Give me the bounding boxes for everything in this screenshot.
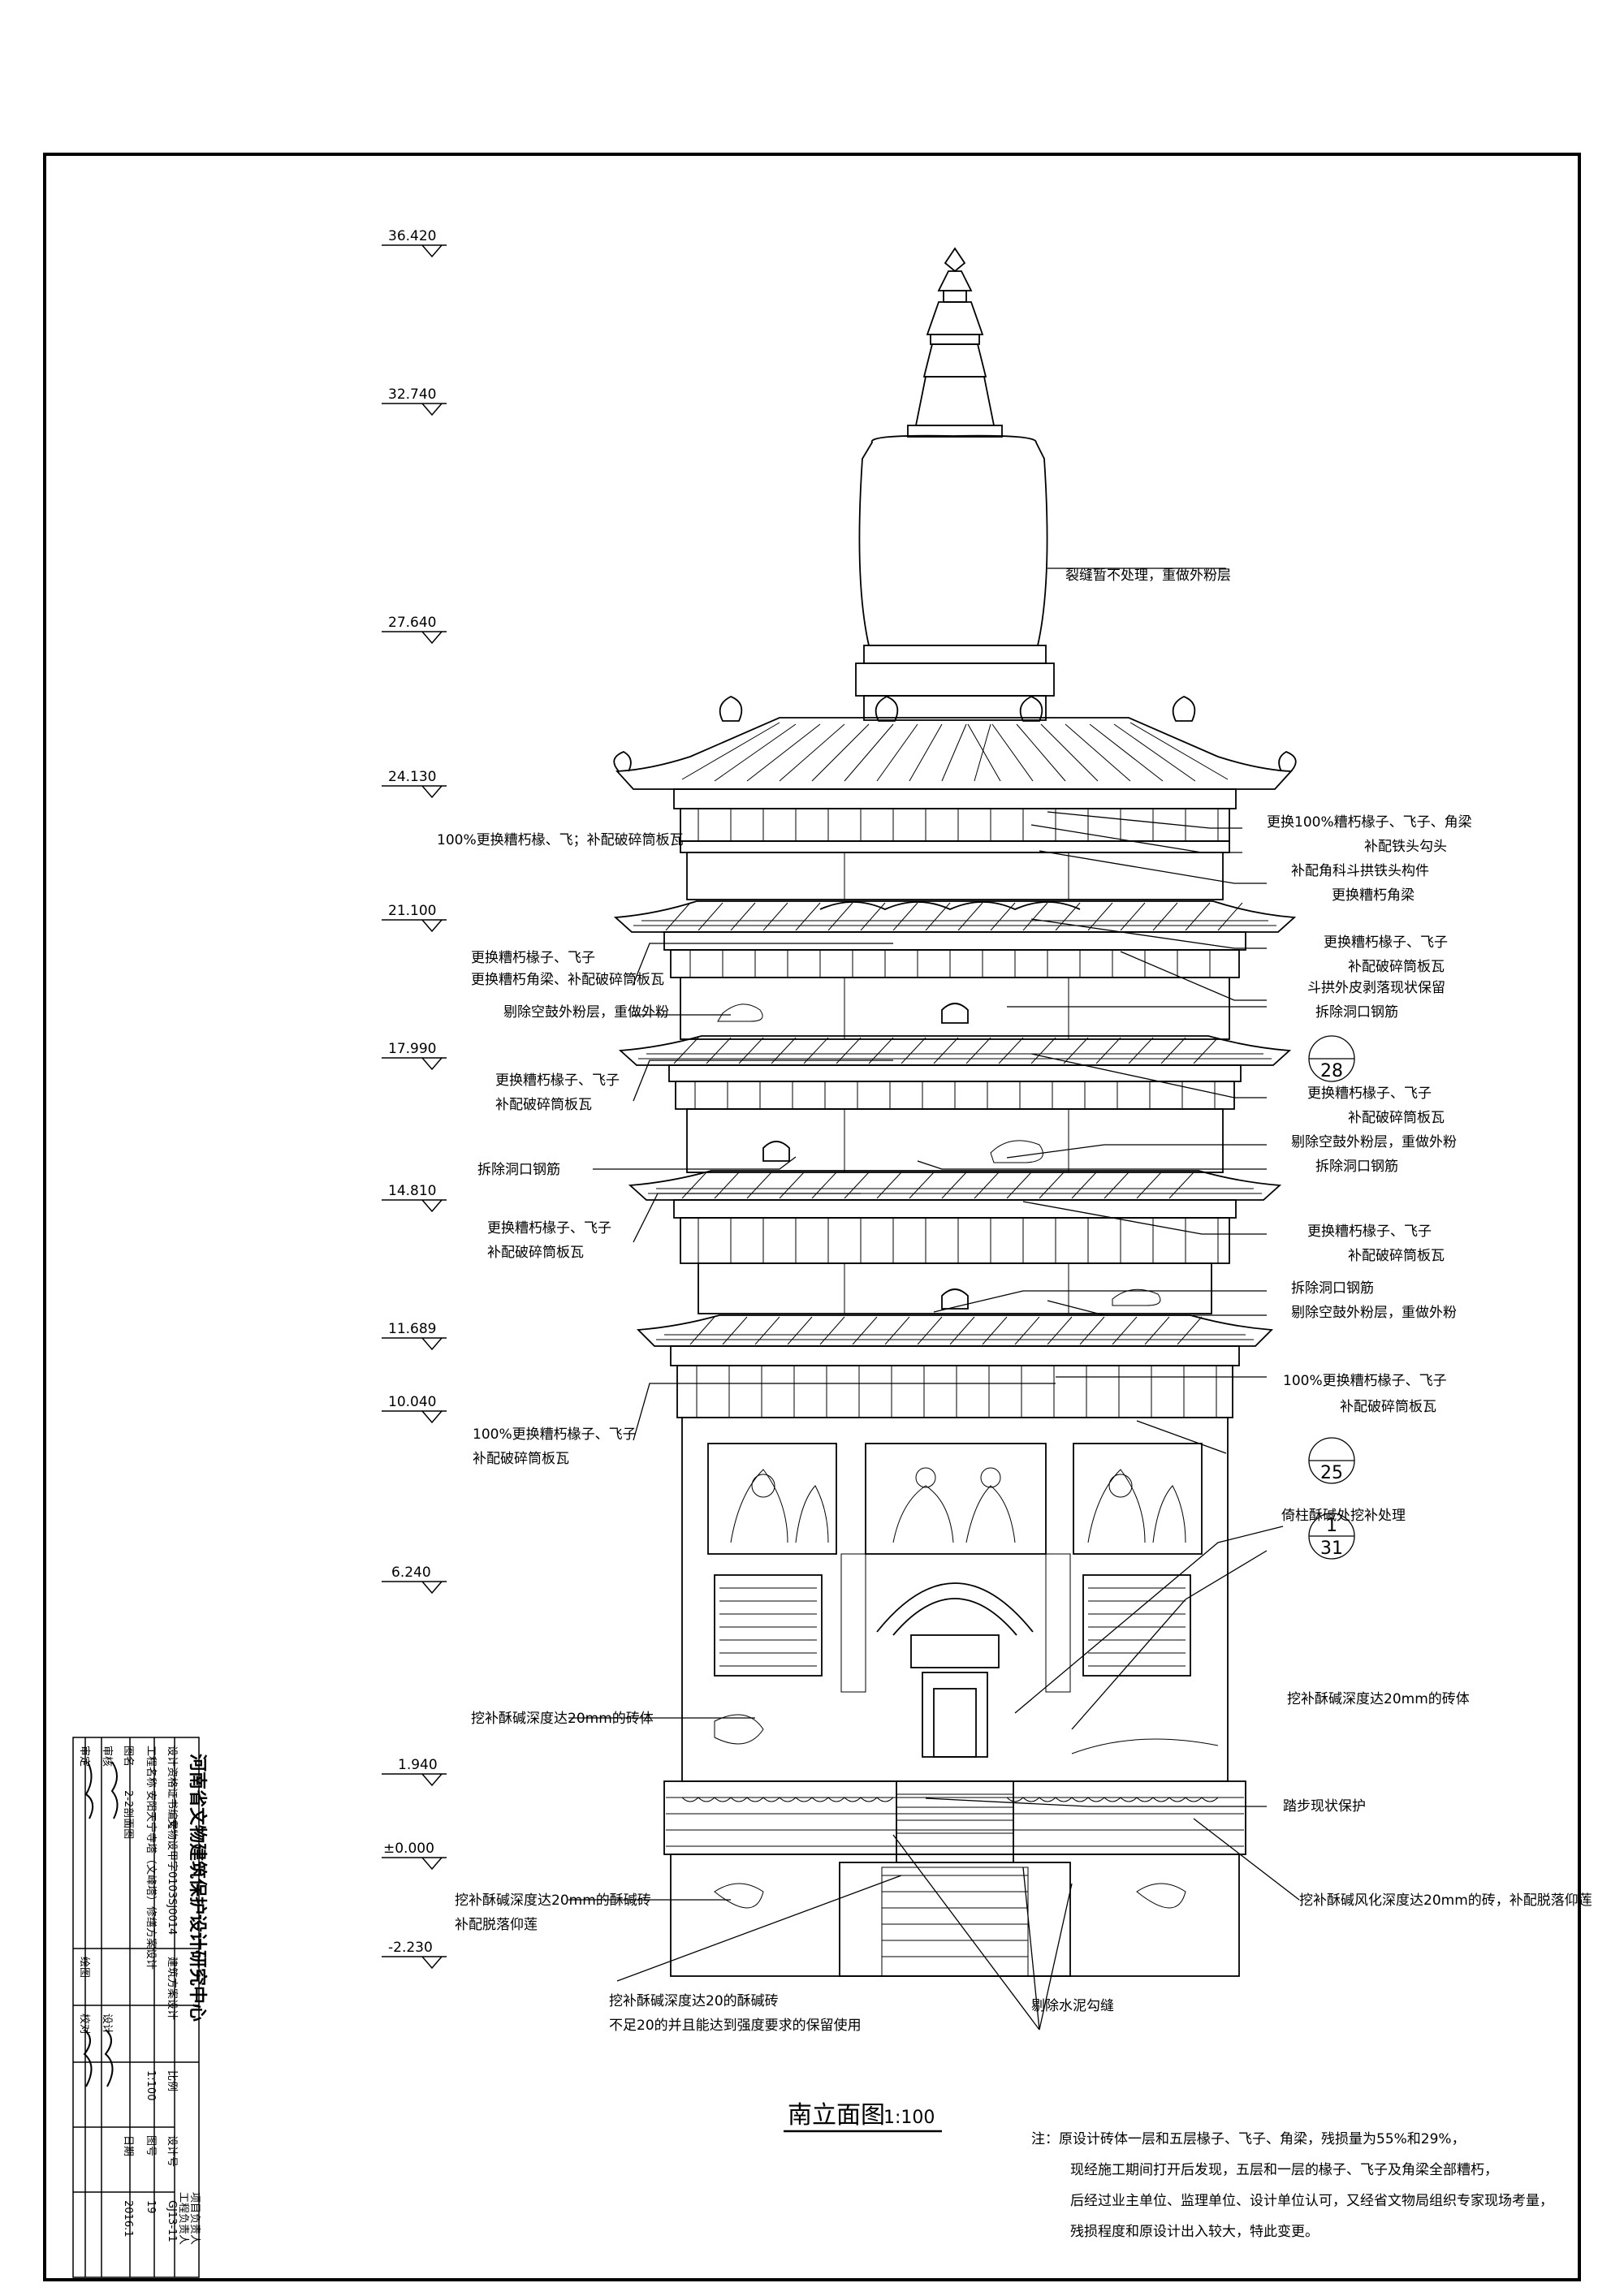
title-block-project-value: 安阳天宁寺塔（文峰塔）修缮方案设计 <box>145 1790 158 1970</box>
title-block-role-4: 校对 <box>78 2013 91 2035</box>
ann-r5b: 补配破碎筒板瓦 <box>1340 1399 1436 1415</box>
title-block-scale-label: 比例 <box>166 2070 178 2091</box>
ann-r2c: 斗拱外皮剥落现状保留 <box>1307 980 1445 996</box>
ann-l1: 100%更换糟朽椽、飞；补配破碎筒板瓦 <box>437 832 684 848</box>
level-14810: 14.810 <box>388 1183 436 1199</box>
drawing-scale: 1:100 <box>883 2108 935 2128</box>
level-0000: ±0.000 <box>383 1841 434 1857</box>
level-21100: 21.100 <box>388 903 436 919</box>
ann-b2: 剔除水泥勾缝 <box>1031 1998 1114 2014</box>
ann-l4c: 补配破碎筒板瓦 <box>487 1245 584 1261</box>
title-block-drawing-value: 2-2剖面图 <box>122 1790 134 1839</box>
ann-r3d: 拆除洞口钢筋 <box>1315 1159 1398 1175</box>
title-block-sheet-value: 19 <box>145 2200 157 2214</box>
title-block-cert-value: 文物设甲字0103SJ0014 <box>166 1819 178 1935</box>
ann-l7a: 挖补酥碱深度达20mm的酥碱砖 <box>455 1892 651 1909</box>
signature-3 <box>83 2029 93 2087</box>
ann-r6: 挖补酥碱深度达20mm的砖体 <box>1287 1691 1470 1707</box>
title-block <box>72 1737 200 2278</box>
title-block-drawing-label: 图名 <box>122 1746 135 1767</box>
title-block-design-no-label: 设计号 <box>166 2135 178 2167</box>
level-10040: 10.040 <box>388 1394 436 1410</box>
level-32740: 32.740 <box>388 386 436 403</box>
ann-r1d: 更换糟朽角梁 <box>1332 887 1415 904</box>
ann-r4c: 拆除洞口钢筋 <box>1291 1280 1374 1297</box>
ann-r7: 挖补酥碱风化深度达20mm的砖，补配脱落仰莲 <box>1299 1892 1592 1909</box>
title-block-role-3: 绘图 <box>78 1957 90 1978</box>
title-block-sheet-label: 图号 <box>145 2135 157 2156</box>
level-1940: 1.940 <box>398 1757 438 1773</box>
level-17990: 17.990 <box>388 1041 436 1057</box>
ann-r2b: 补配破碎筒板瓦 <box>1348 959 1445 975</box>
callout-25-den: 25 <box>1320 1463 1343 1483</box>
ann-r1b: 补配铁头勾头 <box>1364 839 1447 855</box>
ann-l7b: 补配脱落仰莲 <box>455 1917 538 1933</box>
title-block-phase: 建筑方案设计 <box>166 1957 179 2020</box>
ann-steps: 踏步现状保护 <box>1283 1798 1366 1815</box>
signature-2 <box>110 1761 119 1819</box>
pagoda-elevation <box>613 247 1297 1977</box>
ann-l5a: 100%更换糟朽椽子、飞子 <box>473 1426 637 1443</box>
signature-4 <box>104 2029 114 2087</box>
ann-r4a: 更换糟朽椽子、飞子 <box>1307 1224 1432 1240</box>
title-block-scale-value: 1:100 <box>145 2070 157 2100</box>
title-block-project-label: 工程名称 <box>145 1746 158 1788</box>
ann-r1a: 更换100%糟朽椽子、飞子、角梁 <box>1267 814 1472 831</box>
signature-1 <box>84 1761 94 1819</box>
ann-l3b: 补配破碎筒板瓦 <box>495 1097 592 1113</box>
title-block-role-1: 审核 <box>101 1746 113 1767</box>
ann-r4d: 剔除空鼓外粉层，重做外粉 <box>1291 1305 1457 1321</box>
title-block-role-7: 工程负责人 <box>177 2192 189 2245</box>
title-block-cert-label: 设计资格证书编号 <box>166 1746 179 1830</box>
ann-r3b: 补配破碎筒板瓦 <box>1348 1110 1445 1126</box>
ann-l2b: 更换糟朽角梁、补配破碎筒板瓦 <box>471 972 664 988</box>
leader-lines <box>568 568 1355 2133</box>
ann-r5a: 100%更换糟朽椽子、飞子 <box>1283 1373 1447 1389</box>
level-27640: 27.640 <box>388 615 436 631</box>
title-block-role-5: 设计 <box>101 2013 113 2035</box>
ann-b1a: 挖补酥碱深度达20的酥碱砖 <box>609 1993 779 2009</box>
note-line-1: 注：原设计砖体一层和五层椽子、飞子、角梁，残损量为55%和29%， <box>1031 2131 1466 2147</box>
level-11689: 11.689 <box>388 1321 436 1337</box>
level-6240: 6.240 <box>391 1564 431 1581</box>
title-block-design-no-value: GJ13-11 <box>166 2200 178 2242</box>
ann-l2a: 更换糟朽椽子、飞子 <box>471 950 595 966</box>
title-block-org: 河南省文物建筑保护设计研究中心 <box>187 1754 208 2022</box>
ann-r2d: 拆除洞口钢筋 <box>1315 1004 1398 1021</box>
title-block-date-label: 日期 <box>122 2135 134 2156</box>
callout-28-den: 28 <box>1320 1061 1343 1081</box>
ann-r4b: 补配破碎筒板瓦 <box>1348 1248 1445 1264</box>
ann-b1b: 不足20的并且能达到强度要求的保留使用 <box>609 2017 862 2034</box>
ann-r3a: 更换糟朽椽子、飞子 <box>1307 1085 1432 1102</box>
ann-r1c: 补配角科斗拱铁头构件 <box>1291 863 1429 879</box>
ann-pillar: 倚柱酥碱处挖补处理 <box>1281 1508 1406 1524</box>
title-block-date-value: 2016.1 <box>122 2200 134 2238</box>
drawing-title: 南立面图 <box>788 2101 885 2130</box>
ann-l6: 挖补酥碱深度达20mm的砖体 <box>471 1711 654 1727</box>
ann-l3a: 更换糟朽椽子、飞子 <box>495 1072 620 1089</box>
title-block-role-2: 审定 <box>78 1746 90 1767</box>
level-minus-2230: -2.230 <box>388 1940 433 1956</box>
callout-31-den: 31 <box>1320 1539 1343 1559</box>
ann-l4a: 拆除洞口钢筋 <box>477 1162 560 1178</box>
level-markers <box>382 244 447 1970</box>
level-36420: 36.420 <box>388 228 436 244</box>
ann-l4b: 更换糟朽椽子、飞子 <box>487 1220 611 1236</box>
callout-31-num: 1 <box>1326 1516 1337 1536</box>
ann-l5b: 补配破碎筒板瓦 <box>473 1451 569 1467</box>
ann-crack: 裂缝暂不处理，重做外粉层 <box>1065 568 1231 584</box>
level-24130: 24.130 <box>388 769 436 785</box>
note-line-4: 残损程度和原设计出入较大，特此变更。 <box>1070 2224 1319 2240</box>
sheet-frame <box>43 153 1581 2281</box>
ann-l2c: 剔除空鼓外粉层，重做外粉 <box>503 1004 669 1021</box>
note-line-2: 现经施工期间打开后发现，五层和一层的椽子、飞子及角梁全部糟朽， <box>1070 2162 1498 2178</box>
title-block-role-6: 项目负责人 <box>188 2192 201 2245</box>
ann-r3c: 剔除空鼓外粉层，重做外粉 <box>1291 1134 1457 1150</box>
ann-r2a: 更换糟朽椽子、飞子 <box>1324 934 1448 951</box>
note-line-3: 后经过业主单位、监理单位、设计单位认可，又经省文物局组织专家现场考量， <box>1070 2193 1553 2209</box>
